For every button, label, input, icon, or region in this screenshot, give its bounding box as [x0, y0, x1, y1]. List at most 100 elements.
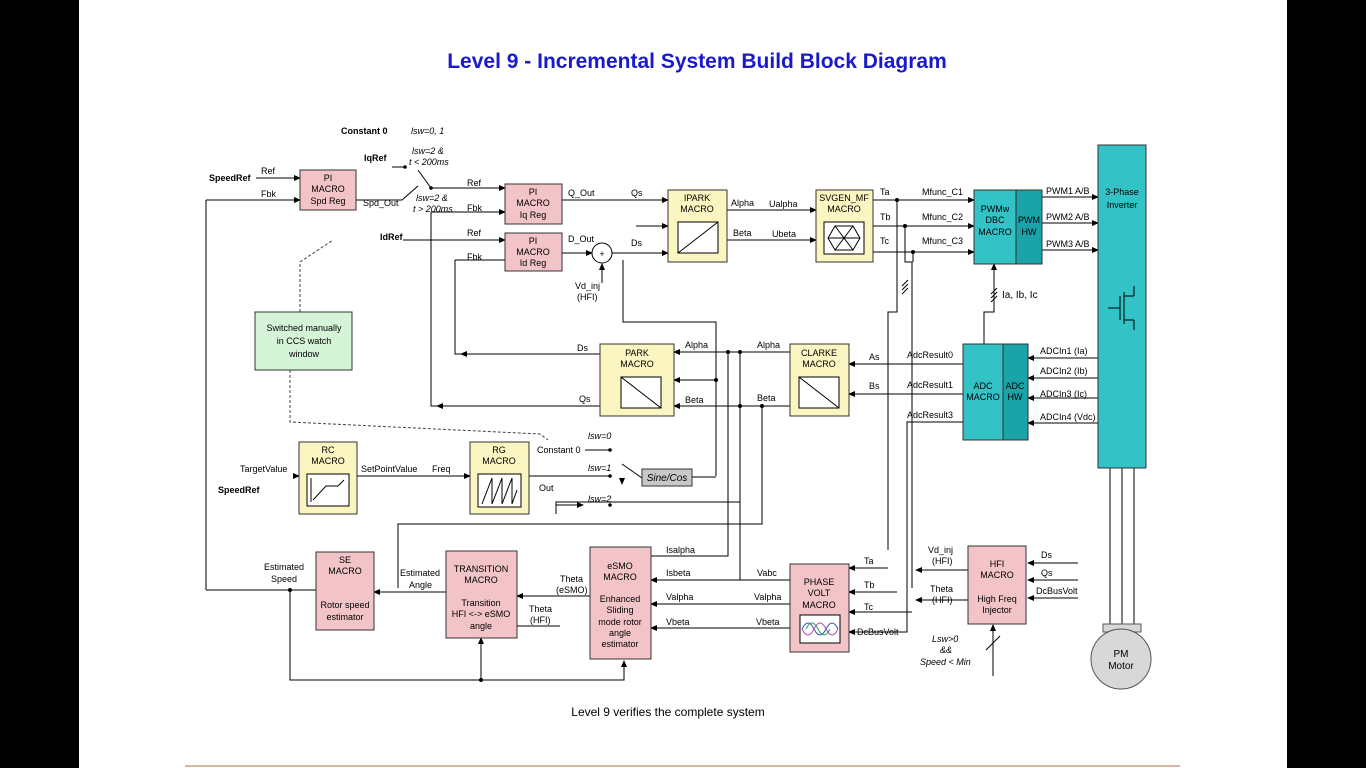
svg-text:(HFI): (HFI)	[932, 556, 953, 566]
wires	[205, 166, 1135, 681]
svg-text:TargetValue: TargetValue	[240, 464, 287, 474]
svg-text:Isalpha: Isalpha	[666, 545, 695, 555]
svg-text:PI: PI	[324, 173, 333, 183]
svg-text:Out: Out	[539, 483, 554, 493]
svg-text:(HFI): (HFI)	[932, 595, 953, 605]
svg-text:Ref: Ref	[261, 166, 276, 176]
svg-text:Qs: Qs	[579, 394, 591, 404]
svg-text:+: +	[599, 249, 604, 259]
svg-text:PM: PM	[1114, 649, 1129, 660]
svg-text:Vbeta: Vbeta	[756, 617, 780, 627]
svg-text:Ta: Ta	[880, 187, 890, 197]
svg-text:Qs: Qs	[1041, 568, 1053, 578]
pi-iq-block: PI MACRO Iq Reg	[504, 183, 563, 225]
svg-text:lsw=2: lsw=2	[588, 494, 611, 504]
svg-text:PI: PI	[529, 236, 538, 246]
svg-text:Mfunc_C2: Mfunc_C2	[922, 212, 963, 222]
svg-text:Spd Reg: Spd Reg	[310, 196, 345, 206]
svg-text:RC: RC	[322, 445, 335, 455]
svg-text:Angle: Angle	[409, 580, 432, 590]
svg-text:High Freq: High Freq	[977, 594, 1017, 604]
svg-text:Ta: Ta	[864, 556, 874, 566]
svg-text:MACRO: MACRO	[620, 359, 654, 369]
svg-text:estimator: estimator	[326, 612, 363, 622]
svg-text:Ubeta: Ubeta	[772, 229, 796, 239]
diagram-title: Level 9 - Incremental System Build Block…	[447, 50, 947, 73]
svg-text:angle: angle	[609, 628, 631, 638]
svg-text:MACRO: MACRO	[802, 359, 836, 369]
svg-text:MACRO: MACRO	[603, 572, 637, 582]
svg-text:AdcResult1: AdcResult1	[907, 380, 953, 390]
svg-text:ADC: ADC	[1005, 381, 1025, 391]
svg-text:Tb: Tb	[864, 580, 875, 590]
rc-block: RC MACRO	[298, 441, 358, 515]
svg-text:DcBusVolt: DcBusVolt	[857, 627, 899, 637]
svg-text:MACRO: MACRO	[680, 204, 714, 214]
svg-text:MACRO: MACRO	[802, 600, 836, 610]
svg-text:VOLT: VOLT	[808, 588, 831, 598]
svgen-block: SVGEN_MF MACRO	[815, 189, 874, 263]
svg-text:PWM: PWM	[1018, 215, 1040, 225]
svg-text:Ds: Ds	[577, 343, 588, 353]
svg-text:Constant 0: Constant 0	[341, 126, 388, 136]
svg-text:Valpha: Valpha	[754, 592, 781, 602]
svg-text:AdcResult3: AdcResult3	[907, 410, 953, 420]
signal-labels: Constant 0 lsw=0, 1 IqRef lsw=2 & t < 20…	[209, 126, 1096, 667]
slide: Level 9 - Incremental System Build Block…	[79, 0, 1287, 768]
transistor-icon	[1108, 286, 1135, 330]
svg-text:(HFI): (HFI)	[530, 615, 551, 625]
svg-text:MACRO: MACRO	[516, 198, 550, 208]
svg-text:Switched manually: Switched manually	[266, 323, 342, 333]
svg-text:Mfunc_C1: Mfunc_C1	[922, 187, 963, 197]
svg-text:PWM3 A/B: PWM3 A/B	[1046, 239, 1090, 249]
hfi-block: HFI MACRO High Freq Injector	[967, 545, 1027, 625]
svg-text:Fbk: Fbk	[467, 252, 483, 262]
svg-text:ADCIn1 (Ia): ADCIn1 (Ia)	[1040, 346, 1088, 356]
svg-text:Constant 0: Constant 0	[537, 445, 581, 455]
svg-text:PI: PI	[529, 187, 538, 197]
park-block: PARK MACRO	[599, 343, 675, 417]
svg-text:Id Reg: Id Reg	[520, 258, 547, 268]
svg-text:IdRef: IdRef	[380, 232, 404, 242]
svg-text:Theta: Theta	[560, 574, 583, 584]
svg-text:D_Out: D_Out	[568, 234, 595, 244]
svg-text:SpeedRef: SpeedRef	[218, 485, 261, 495]
svg-text:SpeedRef: SpeedRef	[209, 173, 252, 183]
diagram-caption: Level 9 verifies the complete system	[571, 705, 764, 719]
transition-block: TRANSITION MACRO Transition HFI <-> eSMO…	[445, 550, 518, 639]
phase-volt-block: PHASE VOLT MACRO	[789, 563, 850, 653]
svg-text:MACRO: MACRO	[966, 392, 1000, 402]
svg-text:PHASE: PHASE	[804, 577, 835, 587]
svg-text:IqRef: IqRef	[364, 153, 388, 163]
svg-text:mode rotor: mode rotor	[598, 617, 642, 627]
svg-text:DcBusVolt: DcBusVolt	[1036, 586, 1078, 596]
svg-text:ADCIn3 (Ic): ADCIn3 (Ic)	[1040, 389, 1087, 399]
svg-text:estimator: estimator	[601, 639, 638, 649]
svg-text:ADCIn2 (Ib): ADCIn2 (Ib)	[1040, 366, 1088, 376]
svg-text:HFI: HFI	[990, 559, 1005, 569]
svg-text:Alpha: Alpha	[731, 198, 754, 208]
svg-text:lsw=2 &: lsw=2 &	[416, 193, 448, 203]
svg-text:Tb: Tb	[880, 212, 891, 222]
svg-text:angle: angle	[470, 621, 492, 631]
svg-text:MACRO: MACRO	[464, 575, 498, 585]
svg-text:Q_Out: Q_Out	[568, 188, 595, 198]
svg-text:lsw=1: lsw=1	[588, 463, 611, 473]
svg-text:Bs: Bs	[869, 381, 880, 391]
svg-text:MACRO: MACRO	[311, 184, 345, 194]
svg-text:CLARKE: CLARKE	[801, 348, 837, 358]
svg-text:PARK: PARK	[625, 348, 649, 358]
svg-text:Estimated: Estimated	[264, 562, 304, 572]
svg-text:Vbeta: Vbeta	[666, 617, 690, 627]
svg-text:Vd_inj: Vd_inj	[928, 545, 953, 555]
se-block: SE MACRO Rotor speed estimator	[315, 551, 375, 631]
svg-text:Mfunc_C3: Mfunc_C3	[922, 236, 963, 246]
svg-text:Rotor speed: Rotor speed	[320, 600, 369, 610]
svg-text:PWM1 A/B: PWM1 A/B	[1046, 186, 1090, 196]
svg-text:Transition: Transition	[461, 598, 500, 608]
summing-junction: +	[591, 242, 613, 264]
svg-text:in CCS watch: in CCS watch	[277, 336, 332, 346]
svg-text:MACRO: MACRO	[980, 570, 1014, 580]
svg-text:ADC: ADC	[973, 381, 993, 391]
junctions	[288, 165, 915, 682]
